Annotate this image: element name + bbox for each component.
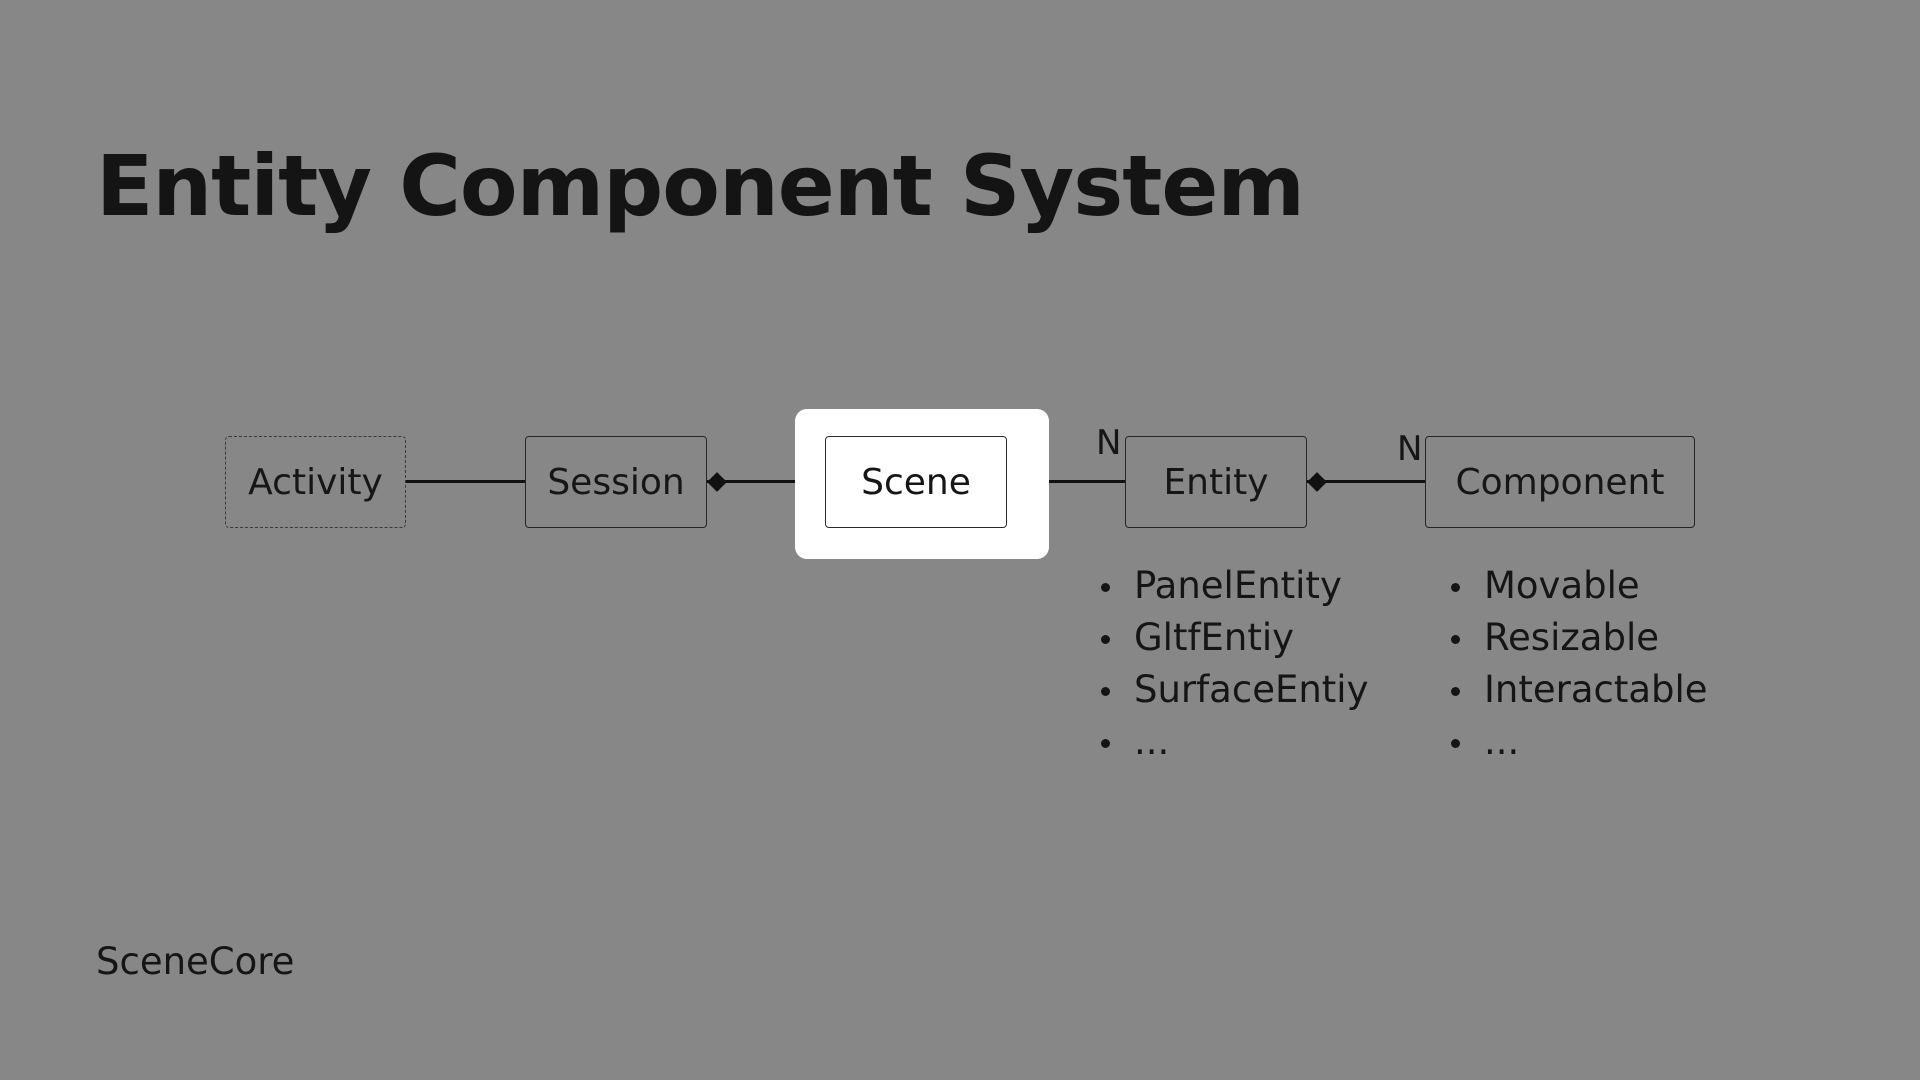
list-item: Movable xyxy=(1448,560,1708,612)
slide-title: Entity Component System xyxy=(96,137,1305,235)
composition-diamond-entity xyxy=(1307,472,1327,492)
node-scene: Scene xyxy=(825,436,1007,528)
node-activity: Activity xyxy=(225,436,406,528)
entity-examples-list: PanelEntity GltfEntiy SurfaceEntiy ... xyxy=(1098,560,1368,768)
connector-entity-component xyxy=(1307,480,1425,483)
node-session: Session xyxy=(525,436,707,528)
footer-label: SceneCore xyxy=(96,940,295,983)
list-item: Resizable xyxy=(1448,612,1708,664)
node-component: Component xyxy=(1425,436,1695,528)
component-examples-list: Movable Resizable Interactable ... xyxy=(1448,560,1708,768)
list-item: ... xyxy=(1098,716,1368,768)
list-item: PanelEntity xyxy=(1098,560,1368,612)
connector-activity-session xyxy=(406,480,526,483)
multiplicity-entity: N xyxy=(1096,423,1122,463)
list-item: GltfEntiy xyxy=(1098,612,1368,664)
node-entity: Entity xyxy=(1125,436,1307,528)
connector-session-scene xyxy=(707,480,825,483)
multiplicity-component: N xyxy=(1397,429,1423,469)
composition-diamond-session xyxy=(707,472,727,492)
list-item: SurfaceEntiy xyxy=(1098,664,1368,716)
list-item: ... xyxy=(1448,716,1708,768)
connector-scene-entity xyxy=(1007,480,1125,483)
list-item: Interactable xyxy=(1448,664,1708,716)
